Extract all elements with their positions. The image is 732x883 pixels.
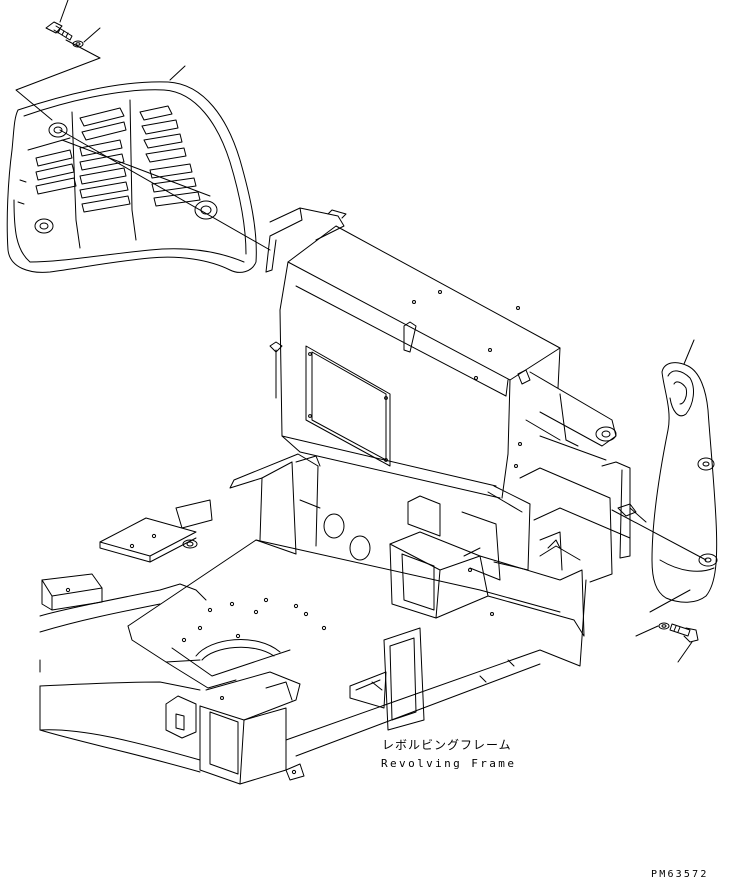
grille-slots	[36, 106, 200, 212]
left-bolt-group	[16, 0, 185, 120]
right-bolt	[670, 624, 698, 642]
right-cover	[612, 340, 717, 612]
frame-large-holes	[324, 514, 370, 560]
left-bolt	[46, 22, 72, 40]
right-washer	[659, 623, 669, 629]
mount-hole-right	[195, 201, 217, 219]
drawing-code: PM63572	[651, 869, 709, 880]
swing-ring	[196, 640, 280, 660]
access-panel	[306, 346, 390, 466]
mount-hole-upper	[49, 123, 67, 137]
right-cover-hole-lower	[699, 554, 717, 566]
pin-right	[596, 427, 616, 441]
caption-leader	[372, 682, 382, 690]
left-cover	[7, 82, 270, 273]
revolving-frame	[40, 420, 646, 784]
hood-bracket	[266, 208, 616, 570]
mount-hole-lower	[35, 219, 53, 233]
caption-japanese: レボルビングフレーム	[382, 738, 512, 752]
caption-english: Revolving Frame	[381, 757, 517, 770]
right-cover-hole	[698, 458, 714, 470]
right-bolt-group	[636, 623, 698, 662]
left-mount-pads	[42, 500, 212, 610]
